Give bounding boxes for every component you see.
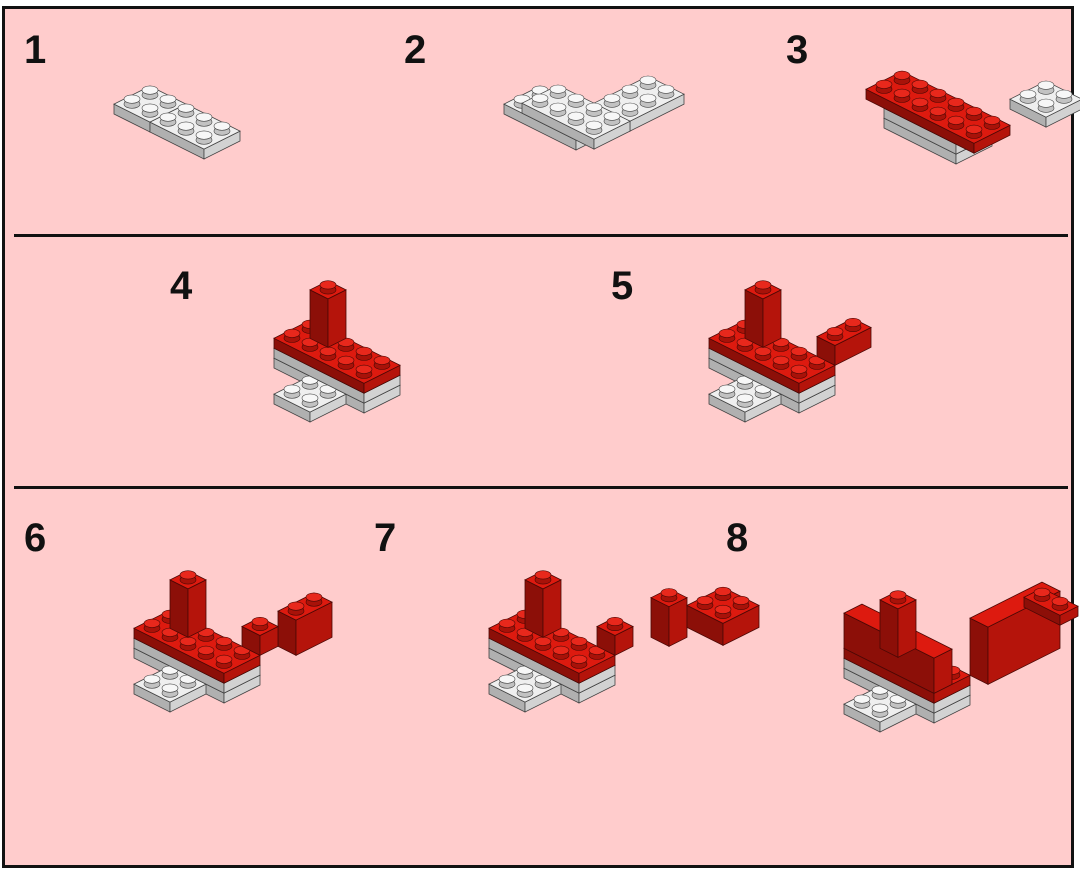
step-8-image (844, 582, 1078, 732)
step-4-image (274, 281, 400, 422)
step-6-image (134, 571, 332, 712)
step-3-image (866, 71, 1080, 164)
red-brick (310, 281, 346, 348)
white-brick (1010, 81, 1080, 127)
red-brick (651, 589, 687, 647)
red-brick (817, 318, 871, 365)
step-1-image (114, 86, 240, 159)
step-7-image (489, 571, 759, 712)
step-5-image (709, 281, 871, 422)
red-brick (170, 571, 206, 638)
step-2-image (504, 76, 684, 150)
red-brick (278, 593, 332, 655)
red-brick (525, 571, 561, 638)
red-brick (687, 587, 759, 645)
red-brick (880, 591, 916, 658)
red-brick (745, 281, 781, 348)
